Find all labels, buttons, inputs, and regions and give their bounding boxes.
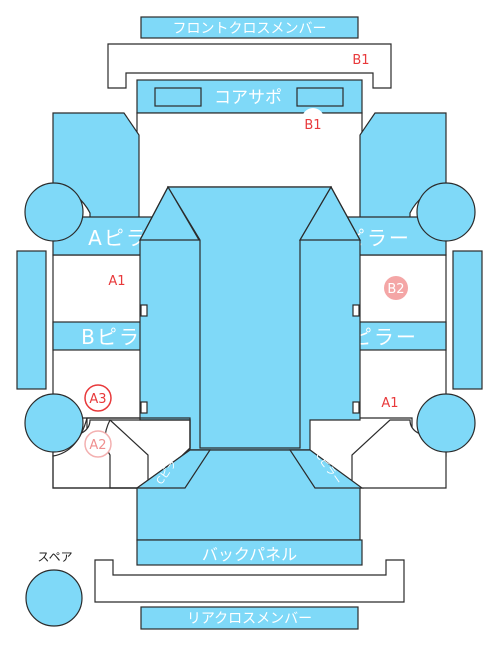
left-rocker-panel[interactable] xyxy=(16,250,47,390)
back-panel-label: バックパネル xyxy=(202,545,297,564)
wheel-front-left[interactable] xyxy=(24,182,84,242)
marker-a3-left-ring xyxy=(84,384,112,412)
rear-bumper-frame xyxy=(94,559,405,603)
rear-cross-member-label: リアクロスメンバー xyxy=(187,611,312,627)
door-handle-rear-right xyxy=(352,401,360,414)
marker-a1-right[interactable]: A1 xyxy=(381,396,398,411)
marker-b1-core[interactable]: B1 xyxy=(304,118,321,133)
marker-a1-left[interactable]: A1 xyxy=(108,274,125,289)
marker-b1-core-bg xyxy=(302,108,324,130)
door-handle-front-right xyxy=(352,304,360,317)
core-support-slot-right xyxy=(296,87,344,107)
front-cross-member-label: フロントクロスメンバー xyxy=(173,21,327,37)
marker-b1-top[interactable]: B1 xyxy=(352,53,369,68)
wheel-front-right[interactable] xyxy=(416,182,476,242)
spare-label: スペア xyxy=(37,550,72,564)
marker-a2-left[interactable]: A2 xyxy=(89,438,106,453)
marker-a2-left-ring xyxy=(84,430,112,458)
wheel-spare[interactable] xyxy=(25,569,83,627)
marker-b2-right[interactable]: B2 xyxy=(387,282,404,297)
door-handle-front-left xyxy=(140,304,148,317)
marker-a3-left[interactable]: A3 xyxy=(89,392,106,407)
wheel-rear-right[interactable] xyxy=(416,393,476,453)
core-support-label: コアサポ xyxy=(214,88,282,108)
front-cross-member[interactable] xyxy=(140,16,359,39)
c-pillar-left[interactable] xyxy=(135,449,212,489)
rear-cross-member[interactable] xyxy=(140,606,359,630)
back-panel[interactable] xyxy=(136,539,363,566)
right-rocker-panel[interactable] xyxy=(452,250,483,390)
front-bumper-frame xyxy=(107,43,392,89)
marker-b2-right-bg xyxy=(384,276,408,300)
marker-b1-top-bg xyxy=(350,47,372,69)
c-pillar-right[interactable] xyxy=(288,449,364,489)
core-support-slot-left xyxy=(154,87,202,107)
windshield-right xyxy=(298,185,362,241)
wheel-rear-left[interactable] xyxy=(24,393,84,453)
door-handle-rear-left xyxy=(140,401,148,414)
windshield-left xyxy=(139,185,201,241)
